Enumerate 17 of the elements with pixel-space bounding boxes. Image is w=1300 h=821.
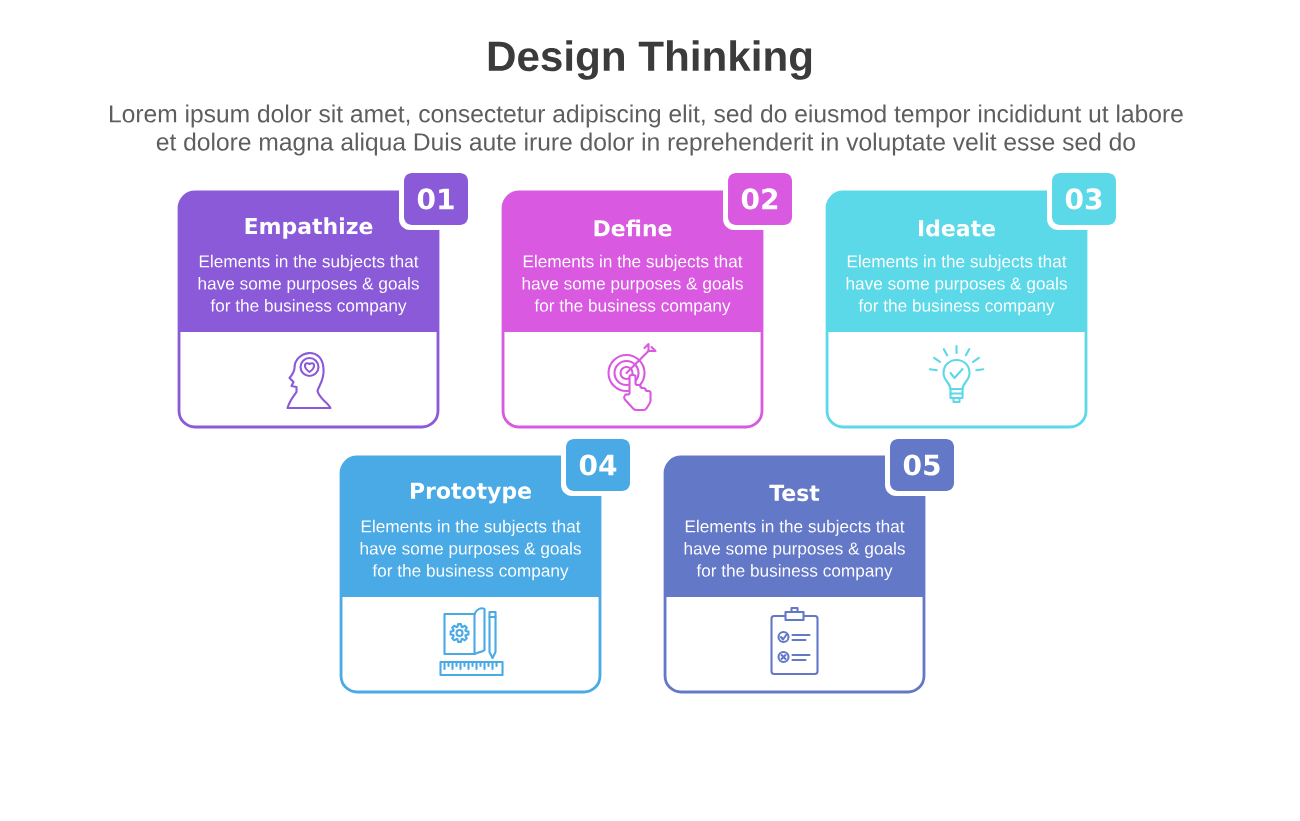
card-title: Empathize [245,217,373,239]
number-badge: 01 [404,173,468,225]
title: Design Thinking [488,40,812,80]
card-title: Define [594,219,672,237]
number-badge: 03 [1052,173,1116,225]
card-title: Ideate [919,219,995,237]
card-text: Elements in the subjects that have some purposes & goals for the business company [360,519,581,581]
card-text: Elements in the subjects that have some purposes & goals for the business company [522,254,743,316]
card-text: Elements in the subjects that have some purposes & goals for the business company [684,519,905,581]
number-badge: 04 [566,439,630,491]
card-title: Prototype [411,482,531,504]
card-title: Test [769,484,820,502]
card-text: Elements in the subjects that have some purposes & goals for the business company [846,254,1067,316]
card-text: Elements in the subjects that have some purposes & goals for the business company [198,254,419,316]
number-badge: 05 [890,439,954,491]
number-badge: 02 [728,173,792,225]
intro-paragraph: Lorem ipsum dolor sit amet, consectetur adipiscing elit, sed do eiusmod tempor incididunt ut labore et dolore magna aliqua Duis aute irure dolor in reprehenderit in voluptate velit esse sed do [110,104,1183,156]
